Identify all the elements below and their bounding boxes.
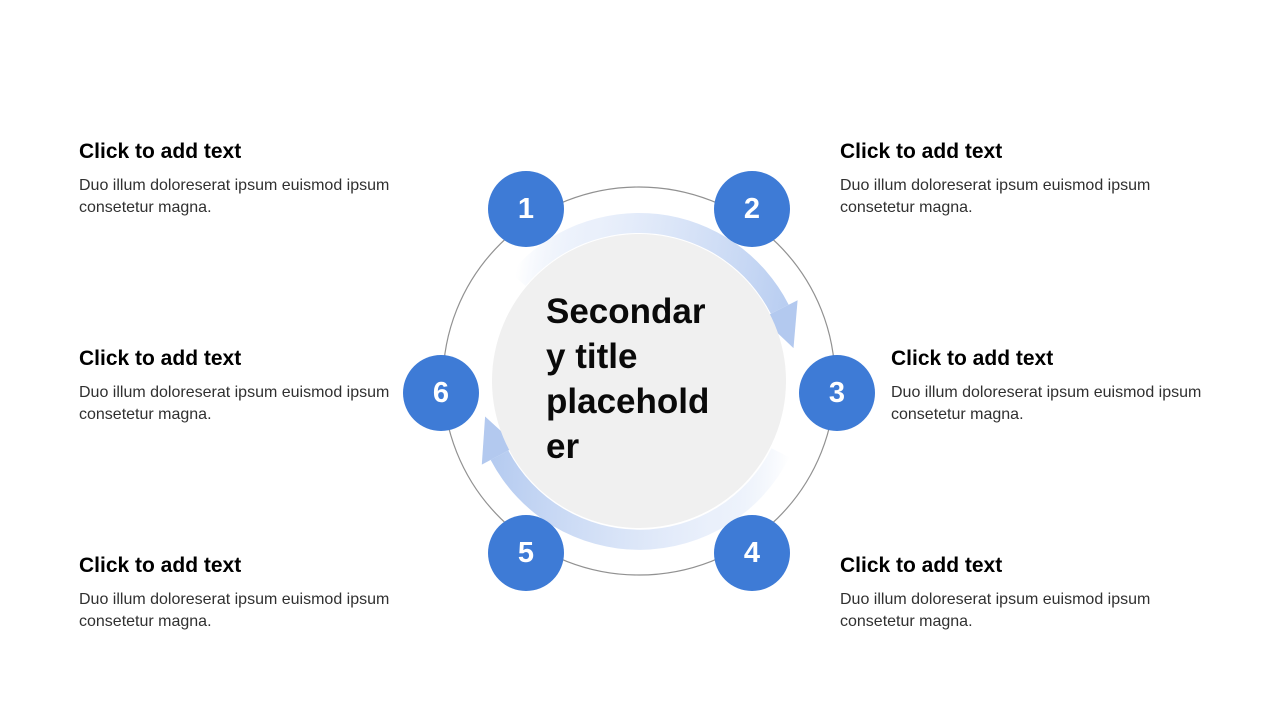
clockwise-arrow-bottom-icon [481,416,790,550]
center-title-line: y title [546,337,638,376]
text-block-heading: Click to add text [840,554,1003,577]
node-number: 3 [828,376,846,409]
text-block-top-right[interactable]: Click to add text Duo illum doloreserat … [840,139,1180,219]
text-block-bottom-left[interactable]: Click to add text Duo illum doloreserat … [79,553,419,633]
text-block-body: Duo illum doloreserat ipsum euismod ipsu… [840,591,1151,630]
text-block-body: Duo illum doloreserat ipsum euismod ipsu… [840,177,1151,216]
node-2[interactable]: 2 [714,171,790,247]
text-block-heading: Click to add text [79,347,242,370]
center-title-placeholder[interactable]: Secondar y title placehold er [546,289,746,469]
text-block-body: Duo illum doloreserat ipsum euismod ipsu… [891,384,1202,423]
text-block-heading: Click to add text [840,140,1003,163]
node-1[interactable]: 1 [488,171,564,247]
node-number: 2 [743,192,761,225]
node-4[interactable]: 4 [714,515,790,591]
center-title-line: Secondar [546,292,706,331]
text-block-heading: Click to add text [79,140,242,163]
node-number: 6 [432,376,450,409]
text-block-body: Duo illum doloreserat ipsum euismod ipsu… [79,591,390,630]
node-3[interactable]: 3 [799,355,875,431]
node-5[interactable]: 5 [488,515,564,591]
text-block-body: Duo illum doloreserat ipsum euismod ipsu… [79,177,390,216]
text-block-body: Duo illum doloreserat ipsum euismod ipsu… [79,384,390,423]
text-block-middle-left[interactable]: Click to add text Duo illum doloreserat … [79,346,419,426]
node-number: 5 [517,536,535,569]
text-block-top-left[interactable]: Click to add text Duo illum doloreserat … [79,139,419,219]
clockwise-arrow-top-icon [510,212,798,349]
center-circle [492,234,786,528]
text-block-middle-right[interactable]: Click to add text Duo illum doloreserat … [891,346,1231,426]
node-number: 4 [743,536,761,569]
node-number: 1 [517,192,535,225]
text-block-bottom-right[interactable]: Click to add text Duo illum doloreserat … [840,553,1180,633]
center-title-line: er [546,427,580,466]
text-block-heading: Click to add text [79,554,242,577]
center-title-line: placehold [546,382,710,421]
text-block-heading: Click to add text [891,347,1054,370]
